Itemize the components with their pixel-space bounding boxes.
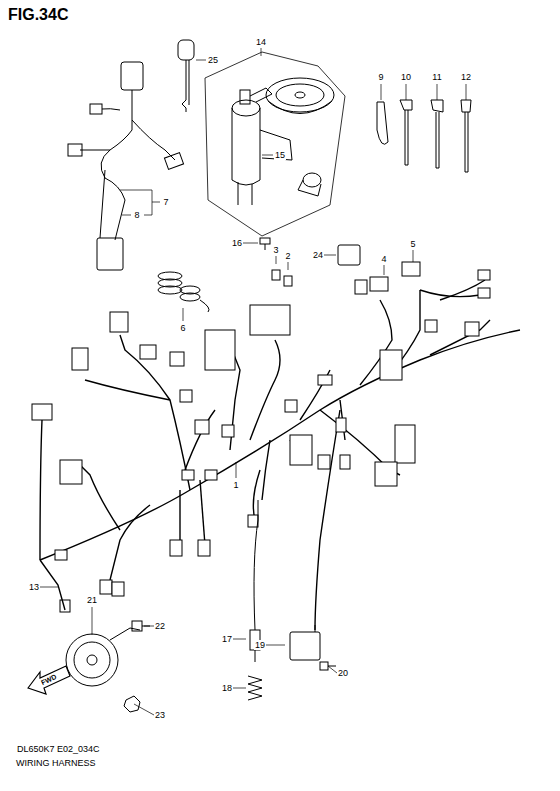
- clamps: [377, 100, 471, 172]
- relay: [338, 245, 360, 265]
- callout-number: 15: [274, 150, 286, 160]
- leader-lines: [40, 48, 466, 715]
- callout-number: 22: [154, 621, 166, 631]
- sensor-lead: [248, 500, 262, 700]
- callout-number: 9: [377, 72, 384, 82]
- horn: [60, 600, 140, 686]
- callout-number: 21: [86, 595, 98, 605]
- callout-number: 10: [400, 72, 412, 82]
- spring-clips: [158, 272, 209, 312]
- figure-caption: WIRING HARNESS: [16, 758, 96, 768]
- callout-number: 18: [221, 683, 233, 693]
- callout-number: 4: [380, 254, 387, 264]
- callout-number: 19: [254, 640, 266, 650]
- lock-cylinder: [298, 173, 321, 196]
- fuel-cap: [266, 78, 334, 114]
- switch: [290, 625, 336, 670]
- callout-number: 6: [179, 323, 186, 333]
- callout-number: 8: [133, 210, 140, 220]
- callout-number: 12: [460, 72, 472, 82]
- callout-number: 2: [284, 251, 291, 261]
- callout-number: 1: [232, 480, 239, 490]
- callout-number: 11: [431, 72, 442, 82]
- connectors: [32, 270, 490, 596]
- callout-number: 17: [221, 634, 233, 644]
- sub-harness: [68, 62, 184, 270]
- callout-number: 5: [409, 239, 416, 249]
- callout-number: 14: [255, 37, 267, 47]
- wiring-harness: [40, 280, 520, 630]
- callout-number: 25: [207, 55, 219, 65]
- drawing-code: DL650K7 E02_034C: [16, 744, 101, 754]
- callout-number: 23: [154, 710, 166, 720]
- figure-title: FIG.34C: [8, 6, 68, 24]
- callout-number: 24: [312, 250, 324, 260]
- fwd-arrow: [28, 666, 70, 694]
- ignition-switch: [232, 88, 292, 205]
- key: [178, 40, 194, 112]
- callout-number: 13: [28, 582, 40, 592]
- callout-number: 20: [337, 668, 349, 678]
- callout-number: 16: [231, 238, 243, 248]
- callout-number: 3: [272, 245, 279, 255]
- callout-number: 7: [162, 197, 169, 207]
- screw: [260, 238, 270, 250]
